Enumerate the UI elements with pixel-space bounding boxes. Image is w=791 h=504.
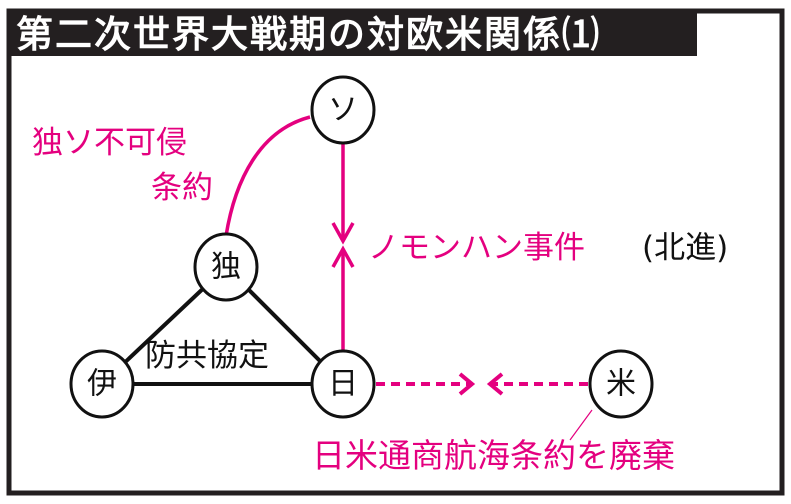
arrowhead-down-icon (331, 222, 355, 245)
nonaggression-label-line1: 独ソ不可侵 (32, 125, 187, 161)
treaty-abrogation-label: 日米通商航海条約を廃棄 (312, 436, 675, 475)
diagram-title: 第二次世界大戦期の対欧米関係⑴ (16, 13, 601, 56)
node-germany: 独 (193, 232, 259, 302)
node-soviet: ソ (310, 75, 376, 145)
node-italy: 伊 (69, 349, 135, 419)
arrowhead-left-icon (486, 372, 504, 396)
nomonhan-label: ノモンハン事件 (368, 230, 585, 266)
node-germany-label: 独 (211, 250, 241, 285)
node-italy-label: 伊 (87, 367, 117, 402)
node-japan-label: 日 (328, 367, 358, 402)
node-usa: 米 (588, 349, 654, 419)
node-usa-label: 米 (606, 367, 636, 402)
nonaggression-curve (224, 115, 311, 237)
leader-line (569, 409, 593, 441)
arrowhead-right-icon (458, 372, 476, 396)
nomonhan-note: (北進) (642, 230, 728, 266)
node-japan: 日 (310, 349, 376, 419)
arrowhead-up-icon (331, 245, 355, 268)
nonaggression-label-line2: 条約 (151, 170, 213, 206)
title-bar (7, 9, 697, 56)
anticomintern-label: 防共協定 (145, 338, 269, 374)
node-soviet-label: ソ (328, 93, 358, 128)
